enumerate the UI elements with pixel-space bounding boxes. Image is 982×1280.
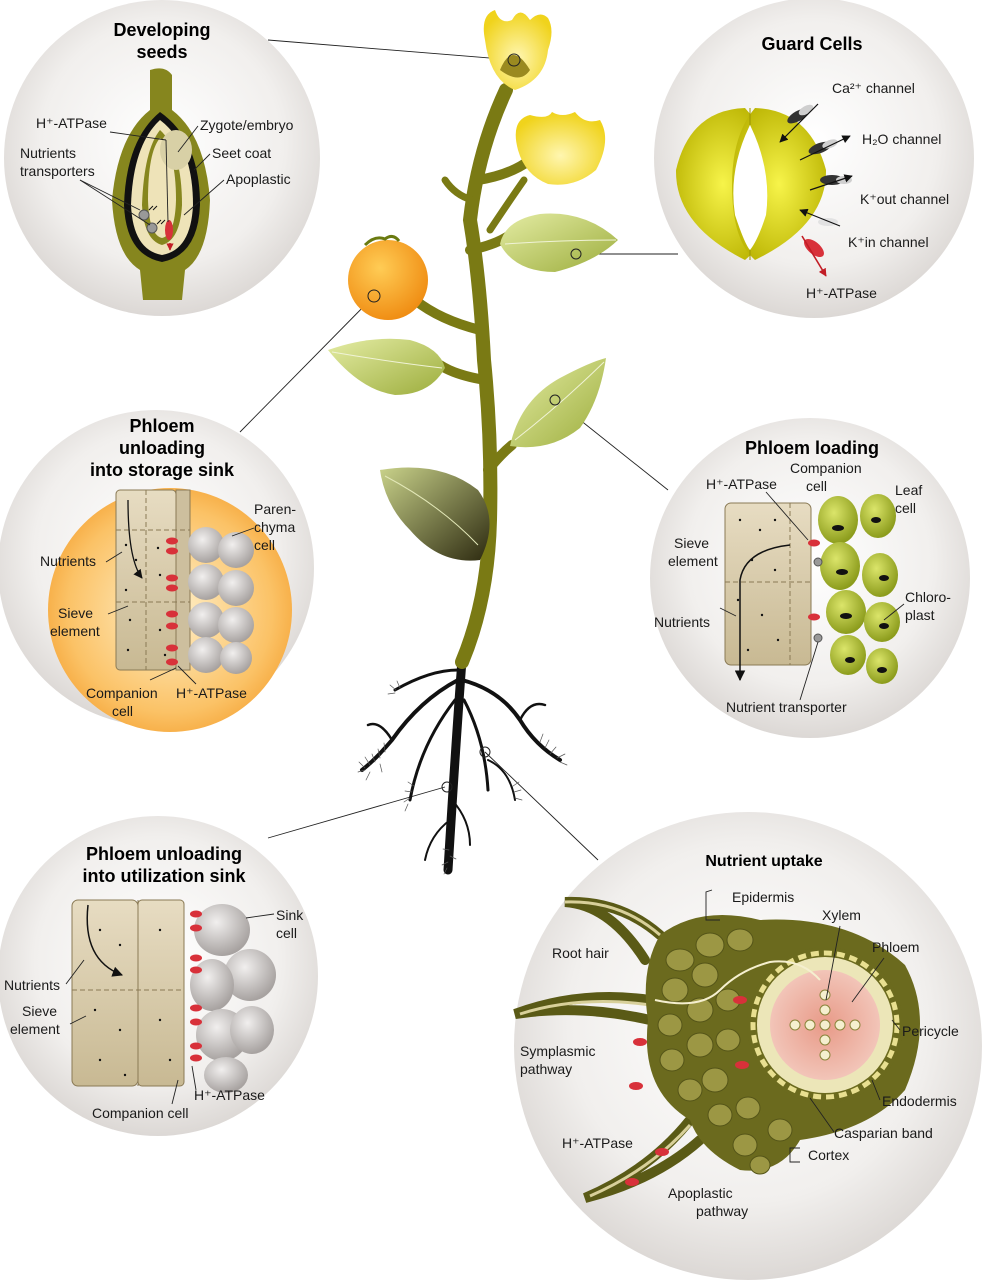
uptake-label-apopathway: pathway [696,1203,748,1219]
loading-label-chloro: Chloro- [905,589,951,605]
uptake-label-roothair: Root hair [552,945,609,961]
guard-cell-pair [675,108,827,260]
seeds-label-zygote: Zygote/embryo [200,117,294,133]
tomato-fruit [348,234,428,320]
guard-label-hatpase: H⁺-ATPase [806,285,877,301]
guard-label-ca: Ca²⁺ channel [832,80,915,96]
utilization-label-sinkcell: cell [276,925,297,941]
loading-label-leaf: Leaf [895,482,922,498]
utilization-label-sieve: Sieve [22,1003,57,1019]
storage-label-cell: cell [112,703,133,719]
storage-title-line3: into storage sink [90,460,235,480]
guard-label-h2o: H₂O channel [862,131,941,147]
storage-label-sieve: Sieve [58,605,93,621]
uptake-label-phloem: Phloem [872,939,919,955]
uptake-label-symplasmic: Symplasmic [520,1043,595,1059]
uptake-title: Nutrient uptake [705,853,822,870]
loading-pumps [808,539,823,643]
uptake-label-cortex: Cortex [808,1147,849,1163]
uptake-label-xylem: Xylem [822,907,861,923]
plant [328,10,618,875]
storage-title-line1: Phloem [129,416,194,436]
storage-label-nutrients: Nutrients [40,553,96,569]
loading-label-compcell: cell [806,478,827,494]
loading-leaf-cells [818,494,900,684]
utilization-label-sink: Sink [276,907,304,923]
utilization-pumps [190,910,202,1062]
loading-label-sieve: Sieve [674,535,709,551]
guard-label-kout: K⁺out channel [860,191,949,207]
storage-label-element: element [50,623,100,639]
roots [357,655,568,875]
uptake-label-apoplastic: Apoplastic [668,1185,733,1201]
leaf-middle-left [328,338,445,395]
storage-pumps [166,537,178,666]
loading-label-nutrients: Nutrients [654,614,710,630]
utilization-sieve-elements [71,899,185,1087]
storage-label-hatpase: H⁺-ATPase [176,685,247,701]
uptake-label-epidermis: Epidermis [732,889,794,905]
storage-title-line2: unloading [119,438,205,458]
loading-label-plast: plast [905,607,935,623]
root-cross-section [513,896,920,1203]
flower-lower [515,112,606,185]
panel-guard-cells: Guard Cells Ca²⁺ channel H₂O channel [654,0,974,318]
uptake-label-endodermis: Endodermis [882,1093,957,1109]
utilization-title-line1: Phloem unloading [86,844,242,864]
seed-structure [112,68,210,300]
storage-label-parcell: cell [254,537,275,553]
panel-phloem-loading: Phloem loading [650,418,970,738]
storage-label-paren: Paren- [254,501,296,517]
leaf-middle-right [510,358,606,448]
panel-developing-seeds: Developing seeds H⁺-ATPase Zygote/embryo… [4,0,320,316]
leaf-lower-left [380,467,490,561]
uptake-pumps [625,996,749,1186]
seeds-label-hatpase: H⁺-ATPase [36,115,107,131]
panel-nutrient-uptake: Nutrient uptake [513,812,982,1280]
seeds-label-nutrients: Nutrients [20,145,76,161]
uptake-label-pericycle: Pericycle [902,1023,959,1039]
seeds-label-transporters: transporters [20,163,95,179]
seeds-title-line2: seeds [136,42,187,62]
loading-sieve-elements [724,502,812,682]
uptake-label-sympathway: pathway [520,1061,572,1077]
storage-label-companion: Companion [86,685,158,701]
storage-label-chyma: chyma [254,519,295,535]
loading-label-companion: Companion [790,460,862,476]
utilization-label-nutrients: Nutrients [4,977,60,993]
utilization-label-element: element [10,1021,60,1037]
seeds-label-seetcoat: Seet coat [212,145,271,161]
loading-label-leafcell: cell [895,500,916,516]
storage-parenchyma-cells [188,527,254,674]
loading-label-element: element [668,553,718,569]
utilization-label-companion: Companion cell [92,1105,189,1121]
loading-label-hatpase: H⁺-ATPase [706,476,777,492]
loading-label-transporter: Nutrient transporter [726,699,847,715]
panel-storage-sink: Phloem unloading into storage sink [0,410,314,732]
guard-title: Guard Cells [761,34,862,54]
utilization-sink-cells [190,904,276,1093]
ion-channels [779,103,853,277]
flower-top [483,10,552,90]
seeds-label-apoplastic: Apoplastic [226,171,291,187]
panel-utilization-sink: Phloem unloading into utilization sink [0,816,318,1136]
utilization-label-hatpase: H⁺-ATPase [194,1087,265,1103]
utilization-title-line2: into utilization sink [83,866,247,886]
storage-sieve-elements [115,489,191,671]
loading-title: Phloem loading [745,438,879,458]
seeds-title-line1: Developing [113,20,210,40]
uptake-label-hatpase: H⁺-ATPase [562,1135,633,1151]
leaf-upper-right [500,213,618,272]
guard-label-kin: K⁺in channel [848,234,929,250]
uptake-label-casparian: Casparian band [834,1125,933,1141]
